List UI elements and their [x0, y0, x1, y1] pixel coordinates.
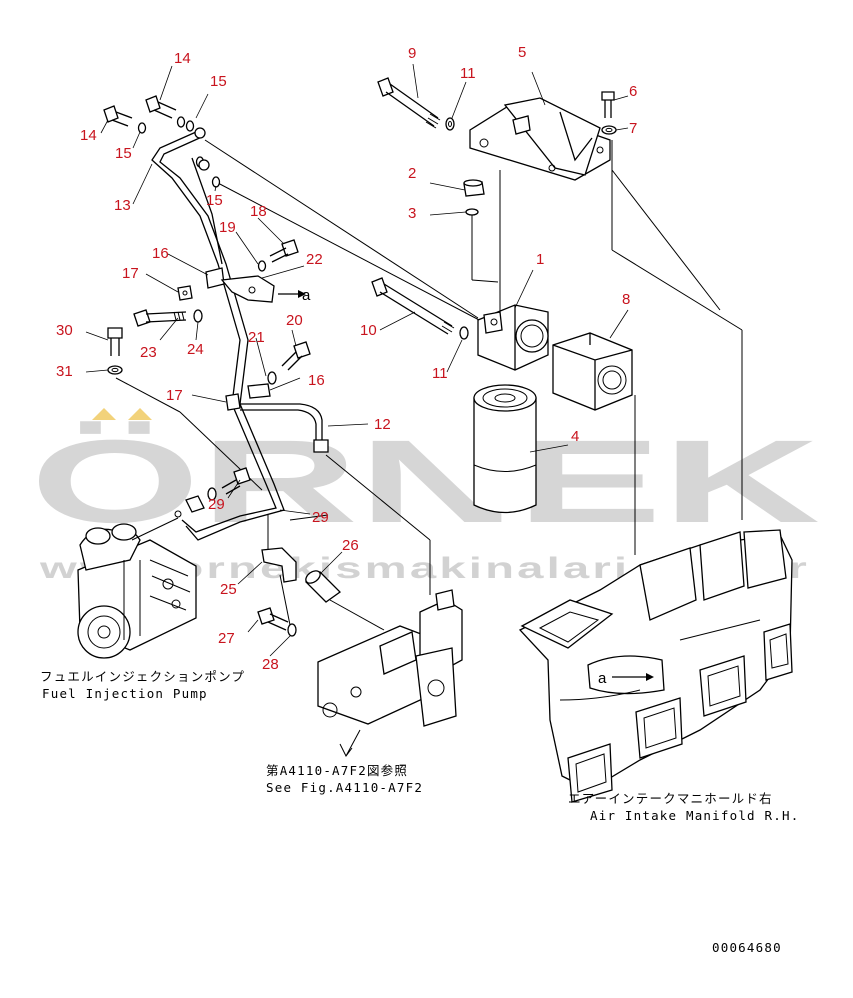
callout-21: 21 [248, 329, 265, 346]
manifold-label-en: Air Intake Manifold R.H. [590, 808, 799, 823]
clamp-17-lower [225, 393, 241, 411]
detail-marker-a-manifold: a [598, 670, 607, 687]
washer-11-top [445, 117, 455, 131]
callout-14-left: 14 [80, 127, 97, 144]
watermark-accent-right [128, 408, 152, 420]
banjo-bolt-14-top [145, 95, 177, 119]
callout-1: 1 [536, 251, 544, 268]
bolt-9 [377, 77, 441, 129]
callout-26: 26 [342, 537, 359, 554]
callout-15-left: 15 [115, 145, 132, 162]
callout-31: 31 [56, 363, 73, 380]
pump-fitting-29 [174, 495, 205, 518]
bolt-18 [269, 239, 299, 263]
fuel-pipe-13 [151, 127, 285, 541]
washer-28 [287, 623, 297, 637]
callout-15-top: 15 [210, 73, 227, 90]
bracket-16-lower [247, 383, 271, 399]
callout-18: 18 [250, 203, 267, 220]
washer-19 [257, 260, 267, 272]
callout-6: 6 [629, 83, 637, 100]
clamp-17-upper [177, 285, 193, 301]
bracket-5 [469, 97, 611, 181]
spacer-8 [552, 332, 633, 411]
washer-7 [601, 125, 617, 135]
callout-17-upper: 17 [122, 265, 139, 282]
bolt-10 [371, 277, 455, 335]
washer-29 [207, 487, 217, 501]
callout-16-lower: 16 [308, 372, 325, 389]
callout-11-top: 11 [460, 65, 476, 82]
detail-marker-a-top: a [302, 287, 311, 304]
callout-23: 23 [140, 344, 157, 361]
callout-5: 5 [518, 44, 526, 61]
callout-11-bottom: 11 [432, 365, 448, 382]
plug-2 [463, 179, 485, 197]
watermark-brand: ÖRNEK [30, 416, 820, 548]
callout-29-right: 29 [312, 509, 329, 526]
callout-4: 4 [571, 428, 579, 445]
filter-head-1 [477, 304, 549, 371]
bolt-27 [257, 607, 289, 631]
pump-label-jp: フュエルインジェクションポンプ [40, 669, 245, 684]
fuel-injection-pump [77, 517, 197, 659]
bolt-30 [107, 327, 123, 356]
washer-24 [193, 309, 203, 323]
callout-14-top: 14 [174, 50, 191, 67]
washer-21 [267, 371, 277, 385]
banjo-bolt-14-left [103, 105, 133, 127]
bracket-22: a [220, 275, 311, 304]
callout-2: 2 [408, 165, 416, 182]
bolt-20 [281, 341, 311, 371]
callout-numbers: 1 2 3 4 5 6 7 8 9 10 11 11 12 13 14 14 1… [56, 44, 637, 673]
washer-31 [107, 365, 123, 375]
pump-label-en: Fuel Injection Pump [42, 686, 208, 701]
captions: フュエルインジェクションポンプ Fuel Injection Pump 第A41… [40, 669, 799, 955]
callout-17-lower: 17 [166, 387, 183, 404]
callout-24: 24 [187, 341, 204, 358]
callout-10: 10 [360, 322, 377, 339]
callout-20: 20 [286, 312, 303, 329]
callout-19: 19 [219, 219, 236, 236]
gasket-3 [465, 208, 479, 216]
callout-9: 9 [408, 45, 416, 62]
bolt-6 [601, 91, 615, 118]
air-intake-manifold: a [518, 529, 793, 803]
clamp-16-upper [205, 267, 225, 289]
callout-12: 12 [374, 416, 391, 433]
ref-label-jp: 第A4110-A7F2図参照 [266, 763, 408, 778]
callout-leaders [85, 63, 629, 657]
watermark-accent-left [92, 408, 116, 420]
filter-cartridge-4 [473, 384, 537, 514]
callout-30: 30 [56, 322, 73, 339]
callout-16-upper: 16 [152, 245, 169, 262]
ref-label-en: See Fig.A4110-A7F2 [266, 780, 423, 795]
hose-26 [304, 570, 385, 631]
callout-8: 8 [622, 291, 630, 308]
bolt-29-upper [221, 467, 251, 495]
bracket-25 [261, 547, 297, 583]
bolt-23 [133, 309, 187, 327]
washer-11-bottom [459, 326, 469, 340]
callout-29-left: 29 [208, 496, 225, 513]
callout-27: 27 [218, 630, 235, 647]
drawing-number: 00064680 [712, 940, 782, 955]
callout-22: 22 [306, 251, 323, 268]
fuel-pipe-12 [240, 403, 329, 453]
callout-7: 7 [629, 120, 637, 137]
callout-3: 3 [408, 205, 416, 222]
callout-15-lower: 15 [206, 192, 223, 209]
callout-25: 25 [220, 581, 237, 598]
washers-15 [137, 116, 221, 188]
callout-28: 28 [262, 656, 279, 673]
fuel-rail-block [317, 589, 463, 757]
manifold-label-jp: エアーインテークマニホールド右 [568, 791, 773, 806]
callout-13: 13 [114, 197, 131, 214]
